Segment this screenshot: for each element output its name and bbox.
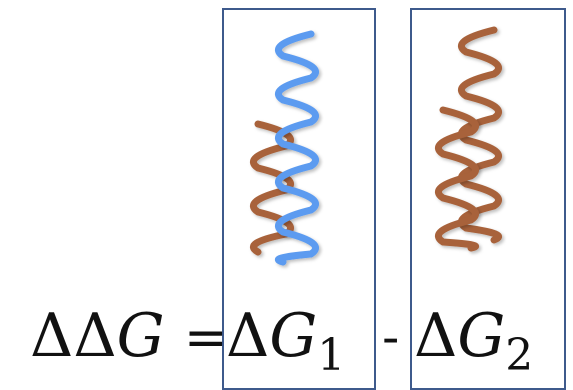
equals-sign: = (184, 312, 228, 364)
dg1-var: G (269, 301, 317, 371)
dg1-delta: Δ (226, 301, 269, 371)
strand-diagram (0, 0, 573, 300)
dg1-term: ΔG1 (226, 306, 345, 366)
ddg-var: G (117, 301, 165, 371)
dg1-subscript: 1 (317, 330, 345, 381)
ddg-delta: ΔΔ (30, 301, 117, 371)
dg2-subscript: 2 (505, 330, 533, 381)
ddg-term: ΔΔG (30, 306, 165, 366)
minus-sign: - (382, 314, 399, 362)
dg2-var: G (457, 301, 505, 371)
dg2-term: ΔG2 (414, 306, 533, 366)
dg2-delta: Δ (414, 301, 457, 371)
